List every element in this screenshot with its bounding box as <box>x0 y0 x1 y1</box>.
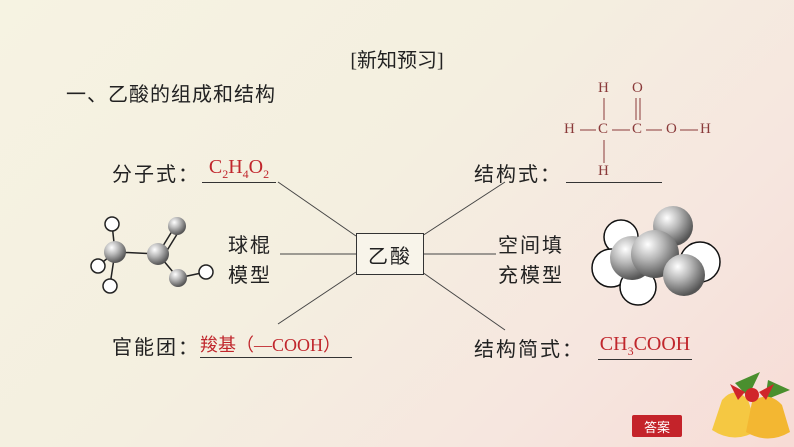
struct-atom-c2: C <box>632 121 643 137</box>
struct-atom-h-bottom: H <box>598 163 609 179</box>
center-node-acetic-acid: 乙酸 <box>356 233 424 275</box>
struct-atom-o-double: O <box>632 80 643 96</box>
struct-atom-h-top: H <box>598 80 609 96</box>
answer-button[interactable]: 答案 <box>632 415 682 437</box>
molecular-formula-label: 分子式： <box>112 162 200 186</box>
struct-atom-h-left: H <box>564 121 575 137</box>
ball-stick-label-line1: 球棍 <box>228 233 272 257</box>
ball-stick-model <box>90 216 214 294</box>
connector-line <box>421 271 506 331</box>
structural-formula-bonds <box>580 98 698 163</box>
bell-decoration <box>712 372 790 439</box>
structural-formula-label: 结构式： <box>474 162 562 186</box>
struct-atom-o: O <box>666 121 677 137</box>
condensed-formula-label: 结构简式： <box>474 337 584 361</box>
functional-group-answer: 羧基（—COOH） <box>200 331 352 358</box>
space-filling-label-line1: 空间填 <box>498 233 564 257</box>
structural-formula-underline <box>566 182 662 183</box>
struct-atom-c1: C <box>598 121 609 137</box>
condensed-formula-answer: CH3COOH <box>598 333 692 360</box>
ball-stick-label-line2: 模型 <box>228 263 272 287</box>
connector-line <box>277 181 357 237</box>
connector-line <box>421 181 506 237</box>
molecular-formula-answer: C2H4O2 <box>202 156 276 183</box>
section-heading: 一、乙酸的组成和结构 <box>66 82 276 106</box>
functional-group-label: 官能团： <box>112 335 200 359</box>
space-filling-model <box>591 206 721 306</box>
struct-atom-h-right: H <box>700 121 711 137</box>
space-filling-label-line2: 充模型 <box>498 263 564 287</box>
section-title: [新知预习] <box>350 50 444 72</box>
connector-line <box>277 271 357 325</box>
